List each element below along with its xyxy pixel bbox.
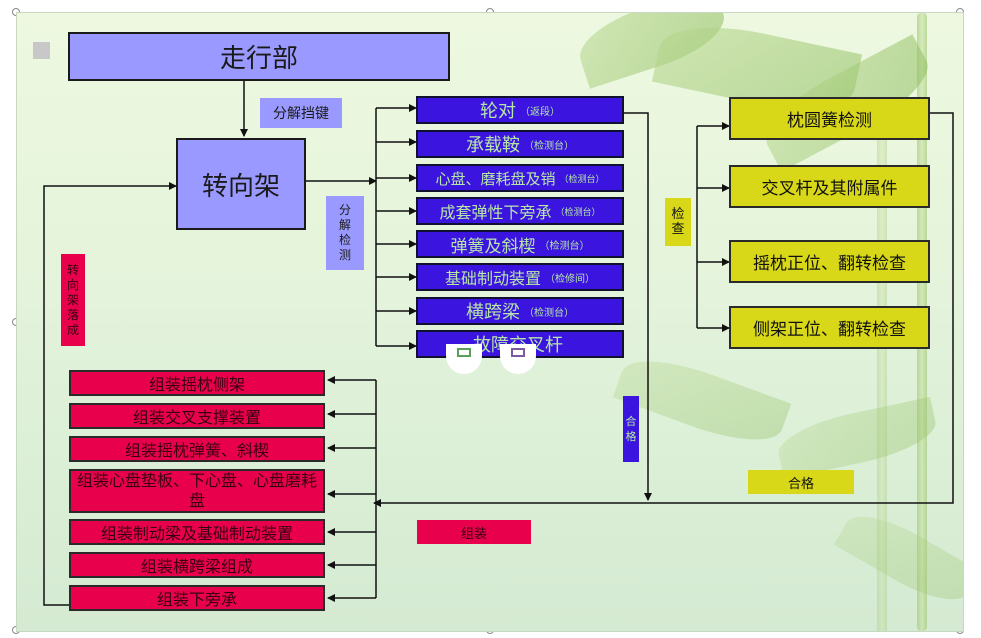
label-jiancha: 检 查 (665, 198, 691, 246)
node-zhuanxiangjia[interactable]: 转向架 (176, 138, 306, 230)
inspect-item[interactable]: 成套弹性下旁承（检测台） (416, 197, 624, 225)
insert-media-icon[interactable] (500, 344, 536, 374)
check-item[interactable]: 侧架正位、翻转检查 (729, 306, 930, 349)
check-item[interactable]: 枕圆簧检测 (729, 97, 930, 140)
label-zhuanxiangjia-luocheng: 转 向 架 落 成 (61, 254, 85, 346)
inspect-item[interactable]: 弹簧及斜楔（检测台） (416, 230, 624, 258)
inspect-item[interactable]: 轮对（返段） (416, 96, 624, 124)
inspect-item[interactable]: 心盘、磨耗盘及销（检测台） (416, 164, 624, 192)
label-fenjie-dangjian: 分解挡键 (260, 98, 342, 128)
check-item[interactable]: 交叉杆及其附属件 (729, 165, 930, 208)
assembly-item[interactable]: 组装交叉支撑装置 (69, 403, 325, 429)
inspect-item[interactable]: 横跨梁（检测台） (416, 297, 624, 325)
insert-table-icon[interactable] (446, 344, 482, 374)
assembly-item[interactable]: 组装摇枕弹簧、斜楔 (69, 436, 325, 462)
node-zouxingbu-label: 走行部 (219, 44, 298, 74)
node-zhuanxiangjia-label: 转向架 (201, 171, 280, 202)
bamboo-stem-decoration (877, 133, 887, 631)
assembly-item[interactable]: 组装横跨梁组成 (69, 552, 325, 578)
assembly-item[interactable]: 组装制动梁及基础制动装置 (69, 519, 325, 545)
assembly-item[interactable]: 组装摇枕侧架 (69, 370, 325, 396)
assembly-item[interactable]: 组装下旁承 (69, 585, 325, 611)
label-hege: 合格 (748, 470, 854, 494)
inspect-item[interactable]: 基础制动装置（检修间） (416, 263, 624, 291)
placeholder-square (33, 42, 50, 59)
label-zuzhuang: 组装 (417, 520, 531, 544)
node-zouxingbu[interactable]: 走行部 (68, 32, 450, 81)
label-fenjie-jiance: 分 解 检 测 (326, 196, 364, 270)
assembly-item[interactable]: 组装心盘垫板、下心盘、心盘磨耗盘 (69, 469, 325, 513)
label-hege-vertical: 合 格 (623, 396, 639, 462)
check-item[interactable]: 摇枕正位、翻转检查 (729, 240, 930, 283)
inspect-item[interactable]: 承载鞍（检测台） (416, 130, 624, 158)
